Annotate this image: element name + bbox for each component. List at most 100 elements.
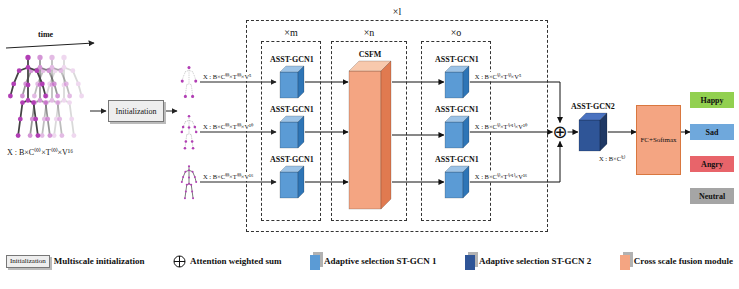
class-box: Sad (690, 124, 734, 140)
skeleton-small (181, 66, 198, 98)
box-text: Sad (706, 128, 719, 137)
cuboid-face (280, 122, 298, 148)
tensor-shape: X : B×C⁽ᴸ⁾ (598, 154, 627, 163)
cuboid-face (579, 120, 600, 151)
skeleton-small (181, 115, 198, 149)
legend-item: Adaptive selection ST-GCN 1 (310, 252, 436, 270)
cuboid-block (279, 65, 305, 99)
block-title: ASST-GCN1 (270, 105, 314, 115)
tensor-shape: X : B×C⁽⁰⁾×T⁽⁰⁾×V⁵ (202, 72, 252, 81)
axis-label: time (38, 30, 53, 40)
sum-circle (174, 256, 185, 267)
connector (305, 82, 348, 83)
time-arrow (6, 43, 94, 48)
connector (568, 132, 578, 133)
sum-glyph: ⊕ (552, 121, 567, 142)
connector (470, 142, 560, 183)
edge-label: X : B×C⁽ⁱ⁾×T⁽ⁱ⁺¹⁾×V¹⁰ (474, 122, 528, 131)
connector (305, 132, 348, 133)
cuboid-block (444, 165, 470, 199)
connector (470, 82, 560, 123)
box-text: Happy (700, 96, 723, 105)
legend-item: Cross scale fusion module (620, 252, 733, 270)
legend-swatch (465, 255, 475, 270)
cuboid-face (445, 72, 463, 98)
network-block: ASST-GCN1 (270, 55, 314, 99)
connector (392, 82, 444, 83)
network-block: CSFM (348, 50, 392, 210)
connector (392, 135, 444, 136)
repeat-group: ×nCSFM (331, 41, 407, 221)
connector (305, 182, 348, 183)
block-title: ASST-GCN1 (270, 55, 314, 65)
legend-text: Attention weighted sum (190, 256, 282, 267)
block-title: ASST-GCN1 (270, 155, 314, 165)
init-box: Initialization (108, 100, 164, 122)
cuboid-face (463, 116, 469, 148)
class-box: Angry (690, 156, 734, 172)
tensor-shape: X : B×C⁽⁰⁾×T⁽⁰⁾×V¹⁶ (6, 148, 74, 158)
cuboid-block (578, 112, 608, 152)
cuboid-face (445, 172, 463, 198)
network-block: ASST-GCN1 (435, 155, 479, 199)
cuboid-face (349, 71, 381, 209)
cuboid-face (463, 166, 469, 198)
cuboid-block (348, 60, 392, 210)
cuboid-face (463, 66, 469, 98)
repeat-count: ×m (262, 27, 320, 39)
cuboid-face (298, 166, 304, 198)
block-title: ASST-GCN1 (435, 55, 479, 65)
network-block: ASST-GCN2 (571, 102, 615, 152)
edge-label: X : B×C⁽ⁱ⁾×T⁽ⁱ⁺¹⁾×V¹⁶ (474, 172, 528, 181)
network-block: ASST-GCN1 (435, 55, 479, 99)
block-title: ASST-GCN2 (571, 102, 615, 112)
cuboid-face (600, 113, 607, 151)
repeat-group: ×oASST-GCN1ASST-GCN1ASST-GCN1 (421, 41, 491, 221)
repeat-count: ×l (247, 6, 547, 18)
legend-text: Adaptive selection ST-GCN 1 (324, 256, 436, 267)
legend-item: Adaptive selection ST-GCN 2 (465, 252, 591, 270)
legend-item: Attention weighted sum (173, 255, 282, 268)
legend: Initialization Multiscale initialization A… (6, 252, 733, 270)
legend-text: Adaptive selection ST-GCN 2 (479, 256, 591, 267)
skeleton-sequence (8, 55, 84, 138)
sum-symbol: ⊕ (552, 123, 567, 142)
legend-swatch (620, 255, 630, 270)
box-text: Initialization (116, 107, 157, 116)
repeat-count: ×n (332, 27, 406, 39)
class-box: Neutral (690, 188, 734, 204)
network-block: ASST-GCN1 (435, 105, 479, 149)
flow-arrow (90, 111, 106, 112)
cuboid-block (279, 115, 305, 149)
flow-arrow (200, 132, 276, 133)
flow-arrow (166, 111, 177, 112)
repeat-count: ×o (422, 27, 490, 39)
block-title: ASST-GCN1 (435, 155, 479, 165)
connector (608, 132, 636, 133)
cuboid-block (444, 65, 470, 99)
box-text: Angry (701, 160, 723, 169)
repeat-group: ×mASST-GCN1ASST-GCN1ASST-GCN1 (261, 41, 321, 221)
legend-item: Initialization Multiscale initialization (6, 255, 145, 268)
tensor-shape: X : B×C⁽⁰⁾×T⁽⁰⁾×V¹⁰ (202, 122, 254, 131)
edge-label: X : B×C⁽ⁱ⁾×T⁽ⁱ⁾×V⁵ (474, 72, 522, 81)
box-text: FC+Softmax (640, 136, 676, 144)
sum-cross (174, 256, 185, 267)
legend-text: Cross scale fusion module (634, 256, 733, 267)
flow-arrow (200, 182, 276, 183)
skeleton-small (181, 165, 197, 199)
cuboid-block (444, 115, 470, 149)
box-text: Neutral (699, 192, 725, 201)
legend-sample-text: Initialization (10, 257, 46, 265)
cuboid-face (280, 72, 298, 98)
connector (470, 132, 553, 133)
cuboid-face (280, 172, 298, 198)
network-block: ASST-GCN1 (270, 105, 314, 149)
classifier-box: FC+Softmax (636, 105, 681, 175)
legend-sample-box: Initialization (6, 255, 50, 268)
class-box: Happy (690, 92, 734, 108)
connector (392, 182, 444, 183)
legend-text: Multiscale initialization (54, 256, 145, 267)
cuboid-face (381, 61, 391, 209)
legend-swatch (310, 255, 320, 270)
